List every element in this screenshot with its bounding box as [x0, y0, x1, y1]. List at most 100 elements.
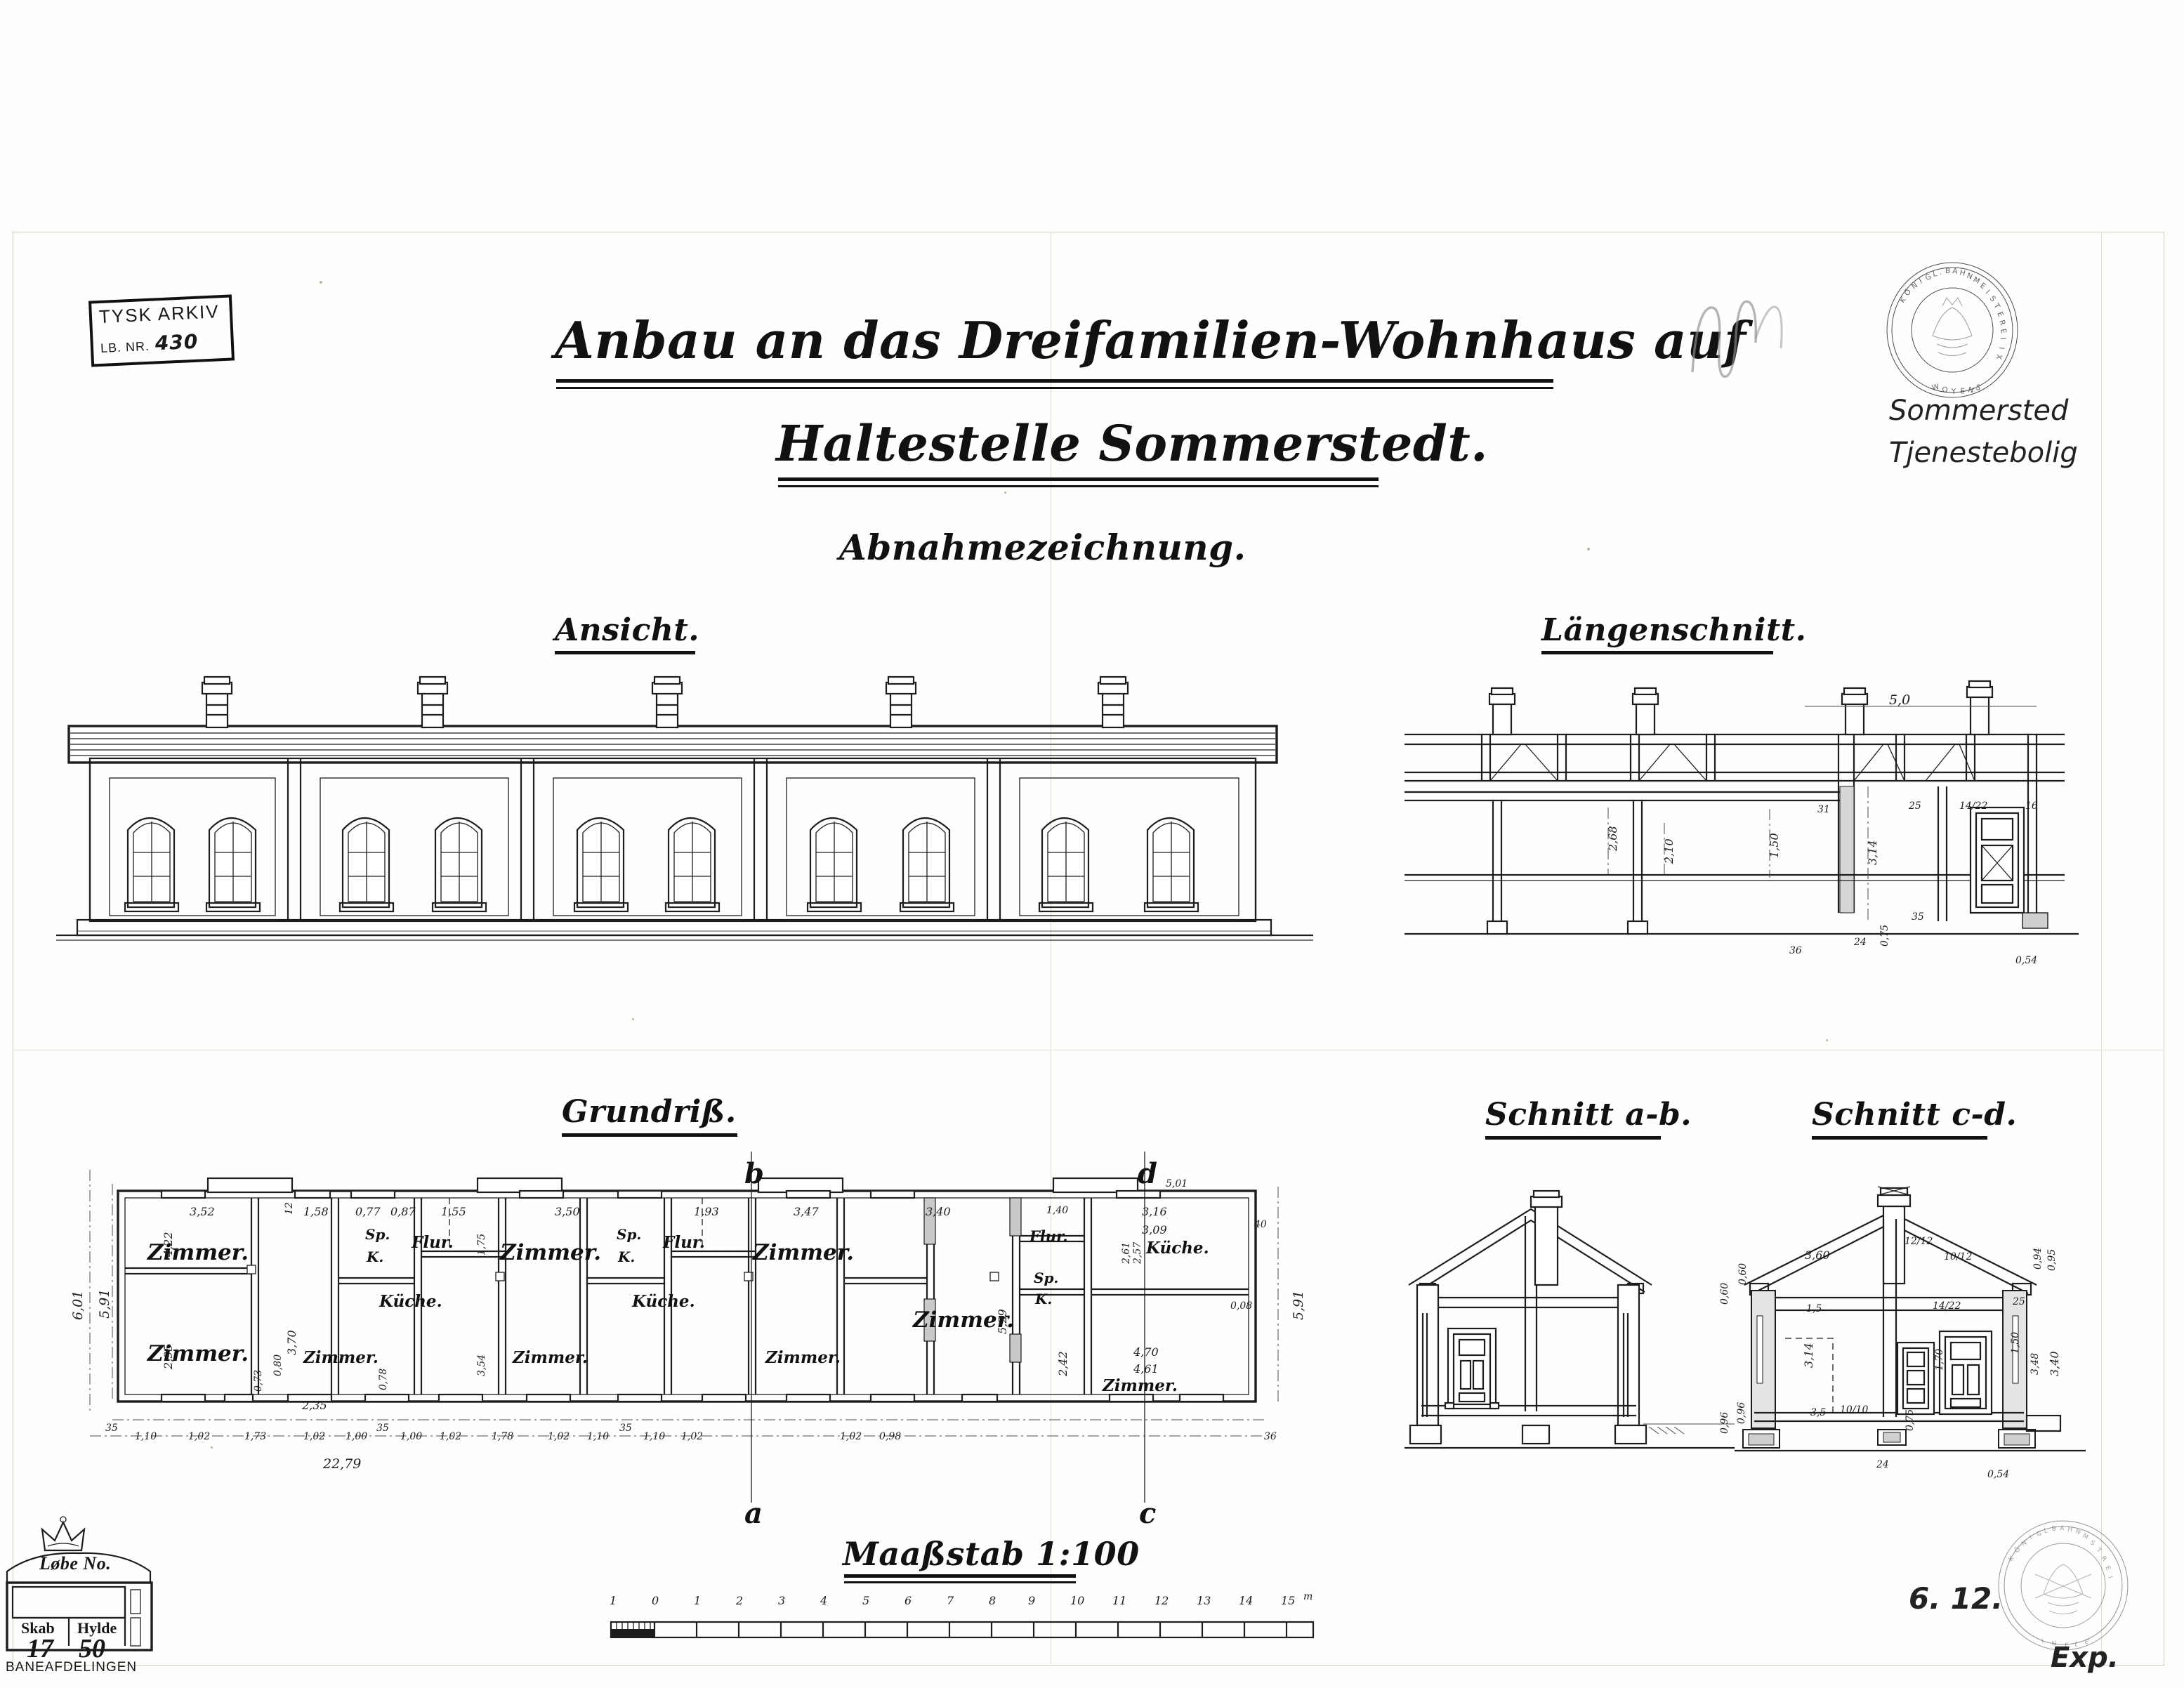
long-section-dim-25: 25: [1909, 800, 1921, 812]
svg-text:M: M: [1972, 275, 1982, 286]
section-cd-dim-0-94: 0,94: [2032, 1247, 2044, 1270]
scale-unit-label: m: [1303, 1591, 1313, 1602]
section-cd-dim-14-22: 14/22: [1933, 1300, 1961, 1312]
section-cd-dim-3-48: 3,48: [2030, 1352, 2041, 1375]
plan-room-label: K.: [367, 1248, 384, 1265]
section-cd-dim-10-12: 10/12: [1944, 1251, 1973, 1262]
plan-dim: 1,40: [1046, 1205, 1069, 1216]
svg-text:N: N: [2020, 1539, 2028, 1548]
svg-text:E: E: [1978, 282, 1987, 291]
plan-chain-dim: 1,02: [548, 1431, 570, 1442]
plan-chain-dim: 1,02: [440, 1431, 462, 1442]
section-cd-dim-0-95: 0,95: [2046, 1248, 2058, 1271]
title-underline-2b: [778, 485, 1379, 487]
svg-text:N: N: [2051, 1640, 2057, 1648]
svg-text:H: H: [2067, 1526, 2073, 1534]
svg-text:Y: Y: [1951, 388, 1956, 396]
plan-room-label: Flur.: [1029, 1227, 1068, 1245]
plan-room-label: Zimmer.: [303, 1348, 379, 1367]
section-ab-drawing: [1405, 1189, 1735, 1449]
plan-chain-dim: 1,02: [840, 1431, 862, 1442]
plan-room-label: Zimmer.: [500, 1240, 602, 1265]
section-cd-dim-0-54: 0,54: [1987, 1469, 2010, 1480]
plan-chain-dim: 1,00: [400, 1431, 423, 1442]
plan-dim: 0,87: [390, 1205, 416, 1218]
svg-text:I: I: [1997, 347, 2006, 350]
svg-text:S: S: [2088, 1539, 2096, 1548]
section-ab-label-underline: [1485, 1136, 1661, 1140]
svg-text:R: R: [2100, 1555, 2108, 1563]
plan-dim-overall-length: 22,79: [323, 1456, 362, 1472]
section-ab-dim-0-60: 0,60: [1719, 1282, 1730, 1305]
paper-speck: [211, 1446, 213, 1449]
official-stamp: K Ö N I G L . B A H N M E I S T E R E I …: [1886, 262, 2018, 398]
plan-room-label: Sp.: [365, 1226, 390, 1243]
title-line-2: Haltestelle Sommerstedt.: [776, 414, 1489, 473]
section-cd-drawing: [1735, 1186, 2086, 1452]
svg-text:E: E: [1995, 310, 2005, 318]
svg-text:B: B: [2052, 1526, 2057, 1533]
archive-stamp-value: 430: [154, 329, 199, 355]
svg-text:G: G: [2036, 1530, 2042, 1538]
long-section-dim-16: 16: [2025, 800, 2038, 812]
plan-dim: 40: [1254, 1219, 1267, 1230]
plan-chain-dim: 36: [1264, 1431, 1277, 1442]
section-cd-dim-1-50: 1,50: [2010, 1331, 2021, 1354]
long-section-dim-0-54: 0,54: [2015, 955, 2038, 966]
scale-tick-label: 15: [1281, 1594, 1296, 1607]
section-cd-dim-12-12: 12/12: [1905, 1236, 1933, 1247]
plan-dim: 3,52: [190, 1205, 215, 1218]
scale-tick-label: 10: [1070, 1594, 1085, 1607]
plan-chain-dim: 1,00: [346, 1431, 368, 1442]
title-subtitle: Abnahmezeichnung.: [839, 527, 1246, 568]
plan-chain-dim: 1,02: [681, 1431, 704, 1442]
plan-dim: 1,75: [476, 1233, 487, 1255]
plan-dim: 3,16: [1142, 1205, 1167, 1218]
svg-text:W: W: [1931, 383, 1941, 393]
title-block-header-text: Løbe No.: [39, 1553, 112, 1574]
long-section-dim-2-68: 2,68: [1606, 826, 1619, 851]
section-cd-dim-0-75: 0,75: [1905, 1409, 1916, 1431]
long-section-label-underline: [1541, 651, 1773, 654]
section-cd-dim-3-60: 3,60: [1805, 1248, 1830, 1262]
plan-dim: 3,50: [555, 1205, 580, 1218]
section-cd-dim-0-96: 0,96: [1736, 1402, 1747, 1424]
paper-speck: [1587, 548, 1590, 550]
scale-label-underline: [844, 1574, 1076, 1578]
scale-tick-label: 4: [820, 1594, 828, 1607]
plan-room-label: Küche.: [379, 1292, 442, 1311]
plan-dim: 1,93: [694, 1205, 719, 1218]
title-block-col2-value: 50: [79, 1634, 105, 1663]
plan-room-label: Zimmer.: [753, 1240, 855, 1265]
scale-tick-label: 7: [947, 1594, 954, 1607]
plan-chain-dim: 1,02: [303, 1431, 326, 1442]
svg-text:N: N: [2074, 1528, 2081, 1536]
scale-tick-label: 13: [1197, 1594, 1211, 1607]
sheet-border: [13, 232, 2164, 1666]
annotation-signature: Exp.: [2051, 1642, 2119, 1674]
svg-text:S: S: [1975, 383, 1982, 393]
title-block-col1-header: Skab: [21, 1619, 55, 1637]
title-underline-1b: [556, 387, 1553, 389]
paper-speck: [320, 281, 322, 284]
plan-chain-dim: 1,73: [244, 1431, 267, 1442]
figure-label-plan: Grundriß.: [562, 1094, 737, 1130]
svg-text:T: T: [2094, 1546, 2103, 1555]
svg-text:F: F: [2065, 1642, 2069, 1649]
svg-text:N: N: [1910, 281, 1919, 291]
plan-dim: 0,78: [378, 1368, 389, 1390]
svg-text:M: M: [2081, 1533, 2089, 1541]
section-cd-dim-1-5: 1,5: [1806, 1303, 1822, 1314]
plan-dim: 1,55: [441, 1205, 466, 1218]
plan-room-label: Küche.: [632, 1292, 695, 1311]
scale-label-underline-b: [844, 1581, 1076, 1583]
title-line-1: Anbau an das Dreifamilien-Wohnhaus auf: [555, 310, 1746, 370]
svg-text:I: I: [2041, 1638, 2044, 1645]
plan-room-label: Flur.: [663, 1233, 705, 1252]
plan-dim: 0,73: [253, 1369, 264, 1392]
plan-section-marker-d: d: [1138, 1157, 1158, 1190]
plan-dim: 0,08: [1230, 1300, 1253, 1312]
scale-tick-label: 6: [904, 1594, 912, 1607]
svg-text:L: L: [1932, 270, 1938, 279]
plan-dim: 5,01: [1166, 1178, 1188, 1189]
